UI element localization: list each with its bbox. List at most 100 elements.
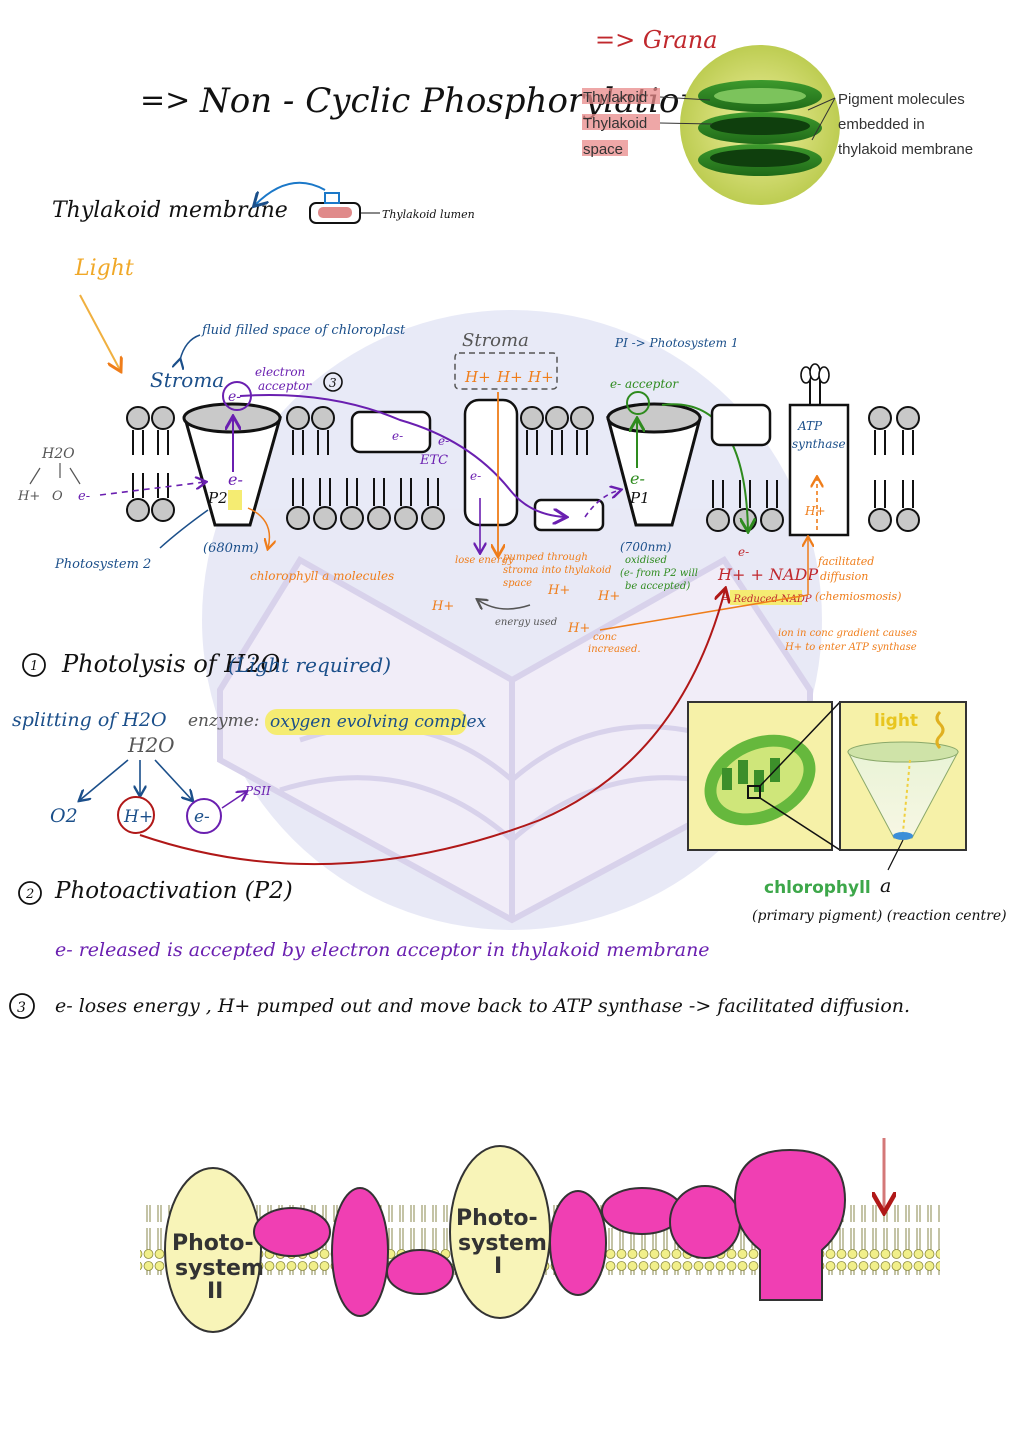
electron-acceptor-label-2: acceptor: [258, 379, 312, 393]
ps2-e-minus: e-: [228, 470, 243, 489]
pi-note: PI -> Photosystem 1: [614, 336, 738, 350]
ps1-bottom-line-3: I: [494, 1254, 502, 1279]
enzyme-label: enzyme:: [188, 711, 259, 731]
water-o-left: O: [52, 489, 63, 504]
membrane-mini-icon: [324, 192, 340, 204]
chlorophyll-arrow: [247, 507, 269, 548]
inset-zoom-line-1: [759, 701, 841, 787]
light-arrow: [79, 294, 120, 370]
step3-circle: [9, 993, 35, 1019]
label-thylakoid: Thylakoid: [583, 89, 647, 106]
step2-circle: [18, 881, 42, 905]
oxidised-note-1: oxidised: [625, 555, 667, 566]
fluid-note: fluid filled space of chloroplast: [201, 323, 406, 338]
energy-used-note: energy used: [495, 617, 557, 628]
energy-used-arrow: [478, 600, 531, 609]
step2-title: Photoactivation (P2): [54, 878, 293, 904]
cytochrome-box: [463, 398, 519, 527]
grana-illustration: [680, 45, 840, 205]
h-plus-circle: [117, 796, 155, 834]
nadp-e-minus: e-: [738, 545, 749, 559]
water-bond-3: [69, 467, 81, 485]
water-formula-left: H2O: [41, 446, 75, 462]
light-label: Light: [74, 256, 134, 281]
leader-pigment-2: [811, 97, 836, 141]
p1-label: P1: [629, 489, 650, 507]
pigment-line-1: Pigment molecules: [838, 91, 965, 108]
plastocyanin-box: [533, 498, 605, 532]
inset-primary-note: (primary pigment) (reaction centre): [752, 908, 1007, 924]
atp-synthase-label-2: synthase: [792, 437, 846, 451]
atp-h-plus: H+: [804, 504, 826, 518]
water-electron-arrow: [99, 482, 205, 496]
label-thylakoid-space-1: Thylakoid: [583, 115, 647, 132]
split-arrow-e: [154, 759, 192, 800]
leader-pigment-1: [807, 97, 836, 111]
h2o-split: H2O: [127, 733, 175, 757]
leader-thylakoid: [659, 96, 711, 101]
cyt-e-minus: e-: [470, 469, 481, 483]
inset-chlorophyll-label: chlorophyll: [764, 878, 871, 898]
stroma-h-2: H+: [496, 368, 523, 386]
step1-title: Photolysis of H2O: [61, 650, 280, 678]
conc-increased-1: conc: [593, 632, 617, 643]
step3-text: e- loses energy , H+ pumped out and move…: [55, 995, 910, 1017]
conc-gradient-2: H+ to enter ATP synthase: [784, 642, 917, 653]
etc-label: ETC: [419, 453, 448, 468]
psii-label: PSII: [244, 784, 271, 798]
atp-synthase-shape: [788, 363, 850, 537]
lumen-h-1: H+: [547, 583, 570, 598]
lumen-fill: [318, 207, 352, 218]
electron-path-purple: [239, 394, 565, 517]
thylakoid-membrane-label: Thylakoid membrane: [52, 198, 288, 223]
lipid-tails: [132, 430, 914, 508]
step3-marker: 3: [329, 376, 337, 390]
p2-label: P2: [207, 489, 228, 507]
highlight-space: [582, 140, 628, 156]
enzyme-name: oxygen evolving complex: [270, 712, 487, 732]
chlorophyll-leader: [887, 839, 904, 871]
water-h-left: H+: [17, 489, 40, 504]
splitting-h2o: splitting of H2O: [12, 709, 167, 731]
stroma-h-3: H+: [527, 368, 554, 386]
title-arrow: =>: [140, 83, 190, 118]
etc-e-minus: e-: [392, 429, 403, 443]
e-minus-acceptor: e-: [228, 389, 241, 405]
step3-marker-circle: [323, 372, 343, 392]
water-e-left: e-: [78, 489, 90, 504]
lose-energy-note: lose energy: [455, 555, 514, 566]
gradient-line-1: [599, 594, 809, 631]
etc-e-minus-2: e-: [438, 434, 449, 448]
reduced-nadp: = Reduced NADP: [722, 594, 812, 605]
h-plus-product: H+: [123, 807, 153, 827]
step2-text: e- released is accepted by electron acce…: [55, 939, 710, 961]
lumen-h-2: H+: [431, 599, 454, 614]
step1-light: (Light required): [228, 653, 391, 677]
inset-light-label: light: [874, 711, 918, 731]
e-minus-circle: [186, 798, 222, 834]
pigment-line-3: thylakoid membrane: [838, 141, 973, 158]
thylakoid-lumen-label: Thylakoid lumen: [382, 208, 475, 221]
facilitated-3: (chemiosmosis): [815, 590, 901, 603]
nadp-reaction: H+ + NADP: [717, 565, 818, 584]
conc-gradient-1: ion in conc gradient causes: [778, 628, 917, 639]
highlight-thylakoid-space: [582, 114, 660, 130]
ps2-bottom-line-1: Photo-: [172, 1231, 254, 1256]
electron-path-to-p1: [584, 490, 620, 518]
h-plus-to-nadp-arrow: [139, 590, 725, 866]
ps2-leader: [159, 509, 209, 549]
psii-arrow: [221, 792, 246, 809]
label-thylakoid-space-2: space: [583, 141, 623, 158]
ferredoxin-box: [710, 403, 772, 447]
leader-thylakoid-space: [659, 122, 713, 125]
stroma-left-label: Stroma: [150, 368, 224, 392]
highlight-thylakoid: [582, 88, 660, 104]
pumped-note-3: space: [503, 578, 532, 589]
electron-acceptor-label-1: electron: [255, 365, 305, 379]
pumped-note-1: pumped through: [503, 552, 588, 563]
wavelength-680: (680nm): [203, 541, 259, 556]
photosystem2-label: Photosystem 2: [54, 557, 151, 572]
p2-highlight: [228, 490, 242, 510]
conc-increased-2: increased.: [588, 644, 641, 655]
